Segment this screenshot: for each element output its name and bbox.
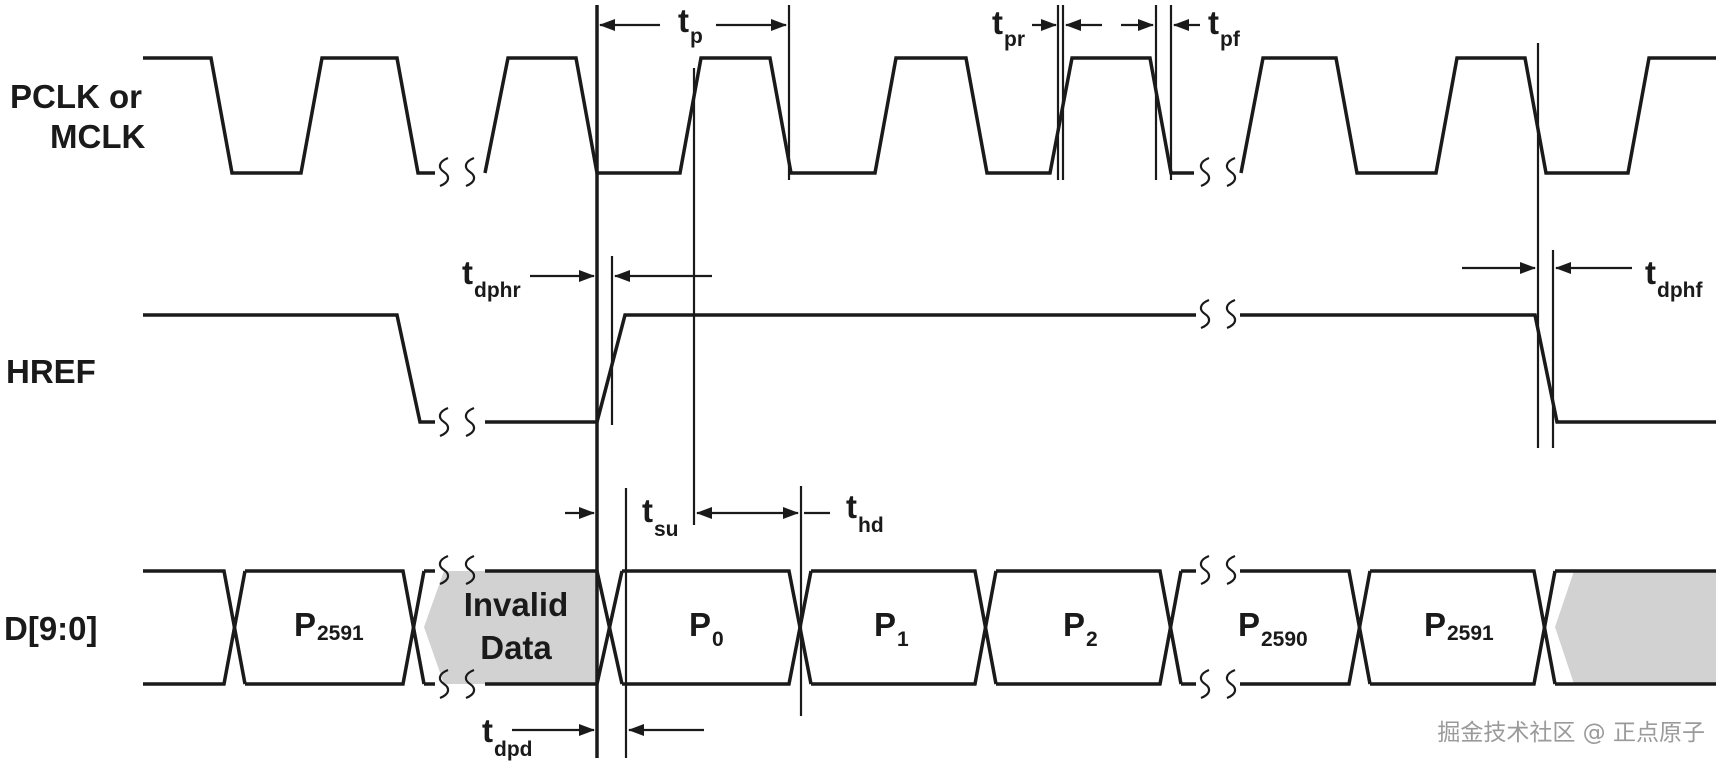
svg-text:t: t (846, 488, 857, 525)
data-cell-p1: P 1 (874, 606, 909, 651)
href-waveform-3 (1240, 313, 1716, 424)
svg-text:pr: pr (1004, 28, 1025, 51)
svg-text:P: P (294, 606, 316, 643)
trailing-shade (1555, 571, 1716, 684)
timing-label-tpr: t pr (992, 4, 1025, 51)
clock-waveform (143, 56, 435, 175)
svg-text:dpd: dpd (494, 738, 532, 761)
svg-text:0: 0 (712, 628, 724, 651)
data-bus-label: D[9:0] (4, 610, 98, 647)
timing-label-tdphr: t dphr (462, 254, 521, 302)
svg-text:t: t (678, 2, 689, 39)
svg-text:2591: 2591 (1447, 622, 1494, 645)
data-cell-p0: P 0 (689, 606, 724, 651)
svg-text:Invalid: Invalid (464, 586, 569, 623)
data-cell-p2591-a: P 2591 (294, 606, 364, 645)
href-waveform-2 (485, 313, 1196, 424)
svg-text:P: P (1238, 606, 1260, 643)
svg-text:hd: hd (858, 514, 884, 537)
timing-arrows (512, 19, 1632, 736)
href-waveform (143, 313, 435, 424)
svg-text:P: P (874, 606, 896, 643)
svg-text:p: p (690, 25, 703, 48)
svg-text:2591: 2591 (317, 622, 364, 645)
clock-waveform-3 (1239, 56, 1716, 175)
svg-text:1: 1 (897, 628, 909, 651)
svg-text:t: t (1208, 4, 1219, 41)
timing-label-thd: t hd (846, 488, 884, 537)
reference-lines (595, 5, 1555, 758)
timing-label-tdpd: t dpd (482, 712, 532, 761)
break-marks (438, 156, 1237, 700)
data-cell-p2: P 2 (1063, 606, 1098, 651)
svg-text:t: t (1645, 254, 1656, 291)
svg-text:Data: Data (480, 629, 552, 666)
svg-text:pf: pf (1220, 28, 1241, 51)
svg-text:2: 2 (1086, 628, 1098, 651)
data-cell-invalid: Invalid Data (464, 586, 569, 666)
clock-label-line1: PCLK or (10, 78, 142, 115)
clock-label-line2: MCLK (50, 118, 145, 155)
data-cell-p2590: P 2590 (1238, 606, 1308, 651)
svg-text:t: t (642, 492, 653, 529)
svg-text:t: t (992, 4, 1003, 41)
svg-text:dphr: dphr (474, 279, 521, 302)
data-cell-p2591-b: P 2591 (1424, 606, 1494, 645)
svg-text:P: P (1063, 606, 1085, 643)
svg-text:su: su (654, 518, 679, 541)
svg-text:t: t (462, 254, 473, 291)
clock-waveform-2 (483, 56, 1194, 175)
data-bus-waveform (143, 569, 1716, 686)
timing-label-tdphf: t dphf (1645, 254, 1703, 302)
timing-label-tp: t p (664, 2, 714, 48)
svg-text:P: P (689, 606, 711, 643)
watermark: 掘金技术社区 @ 正点原子 (1437, 720, 1705, 746)
svg-text:P: P (1424, 606, 1446, 643)
svg-text:t: t (482, 712, 493, 749)
svg-text:2590: 2590 (1261, 628, 1308, 651)
timing-label-tsu: t su (642, 492, 679, 541)
href-label: HREF (6, 353, 96, 390)
invalid-data-shade (424, 571, 597, 684)
svg-text:dphf: dphf (1657, 279, 1703, 302)
timing-label-tpf: t pf (1208, 4, 1241, 51)
